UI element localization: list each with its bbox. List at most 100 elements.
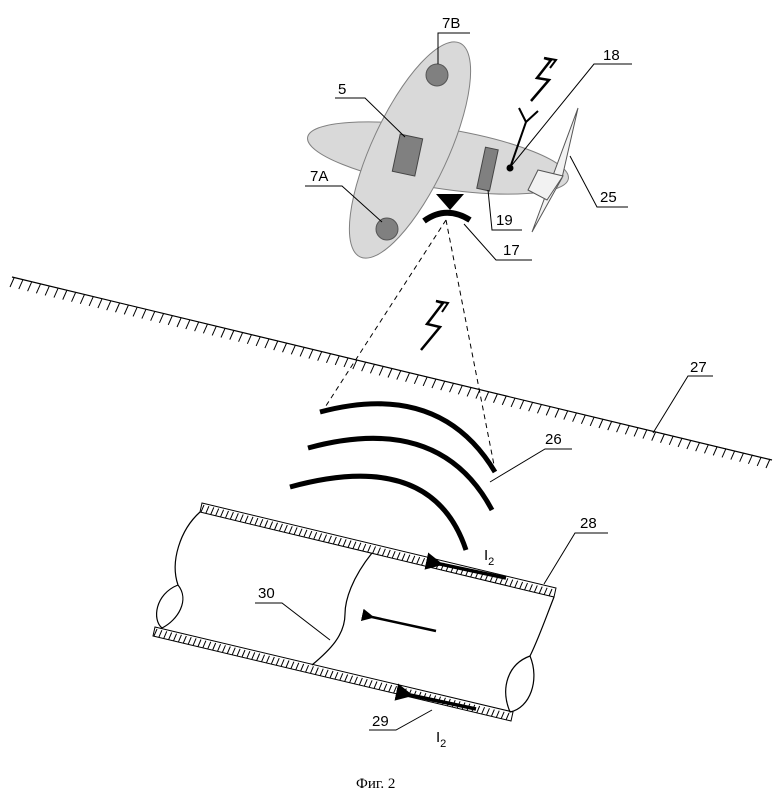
hatch-mark	[669, 436, 673, 445]
hatch-mark	[529, 402, 533, 411]
hatch-mark	[722, 448, 726, 457]
figure-caption: Фиг. 2	[356, 776, 395, 792]
hatch-mark	[652, 432, 656, 441]
label-27: 27	[690, 359, 707, 376]
hatch-mark	[203, 324, 207, 333]
hatch-mark	[54, 289, 58, 298]
hatch-mark	[247, 335, 251, 344]
hatch-mark	[36, 284, 40, 293]
hatch-mark	[265, 339, 269, 348]
hatch-mark	[748, 455, 752, 464]
hatch-mark	[581, 415, 585, 424]
leader-28	[544, 533, 608, 584]
engine-7a	[376, 218, 398, 240]
hatch-mark	[537, 404, 541, 413]
hatch-mark	[353, 360, 357, 369]
hatch-mark	[107, 301, 111, 310]
hatch-mark	[168, 316, 172, 325]
hatch-mark	[450, 383, 454, 392]
hatch-mark	[467, 387, 471, 396]
hatch-mark	[98, 299, 102, 308]
hatch-mark	[634, 427, 638, 436]
current-label-bottom: I2	[436, 729, 446, 750]
hatch-mark	[740, 453, 744, 462]
hatch-mark	[441, 381, 445, 390]
hatch-mark	[195, 322, 199, 331]
antenna-18	[519, 108, 538, 122]
label-19: 19	[496, 212, 513, 229]
hatch-mark	[406, 373, 410, 382]
hatch-mark	[388, 369, 392, 378]
hatch-mark	[661, 434, 665, 443]
pipe	[153, 503, 556, 721]
hatch-mark	[274, 341, 278, 350]
leader-17	[464, 224, 532, 260]
hatch-mark	[573, 413, 577, 422]
hatch-mark	[520, 400, 524, 409]
hatch-mark	[423, 377, 427, 386]
hatch-mark	[28, 282, 32, 291]
pipe-end-left	[157, 585, 183, 628]
hatch-mark	[687, 440, 691, 449]
hatch-mark	[256, 337, 260, 346]
hatch-mark	[458, 385, 462, 394]
hatch-mark	[493, 394, 497, 403]
hatch-mark	[414, 375, 418, 384]
field-arcs	[290, 404, 495, 550]
hatch-mark	[643, 430, 647, 439]
aircraft	[303, 27, 578, 273]
engine-7b	[426, 64, 448, 86]
label-29: 29	[372, 713, 389, 730]
hatch-mark	[230, 331, 234, 340]
hatch-mark	[151, 312, 155, 321]
hatch-mark	[713, 446, 717, 455]
hatch-mark	[19, 280, 23, 289]
hatch-mark	[283, 343, 287, 352]
hatch-mark	[63, 291, 67, 300]
hatch-mark	[546, 406, 550, 415]
hatch-mark	[511, 398, 515, 407]
hatch-mark	[326, 354, 330, 363]
hatch-mark	[115, 303, 119, 312]
hatch-mark	[502, 396, 506, 405]
hatch-mark	[432, 379, 436, 388]
label-7b: 7B	[442, 15, 460, 32]
hatch-mark	[485, 392, 489, 401]
hatch-mark	[291, 345, 295, 354]
beam-edge-right	[446, 220, 495, 470]
flow-arrow	[372, 617, 436, 631]
hatch-mark	[590, 417, 594, 426]
leader-30	[255, 603, 330, 640]
hatch-mark	[239, 333, 243, 342]
leader-27	[653, 376, 713, 433]
hatch-mark	[300, 347, 304, 356]
leader-25	[570, 156, 628, 207]
hatch-mark	[370, 364, 374, 373]
hatch-mark	[397, 371, 401, 380]
hatch-mark	[80, 295, 84, 304]
hatch-mark	[335, 356, 339, 365]
hatch-mark	[159, 314, 163, 323]
hatch-mark	[318, 352, 322, 361]
hatch-mark	[608, 421, 612, 430]
leader-26	[490, 449, 572, 482]
hatch-mark	[599, 419, 603, 428]
label-17: 17	[503, 242, 520, 259]
hatch-mark	[142, 310, 146, 319]
hatch-mark	[617, 423, 621, 432]
hatch-mark	[89, 297, 93, 306]
hatch-mark	[10, 278, 14, 287]
label-7a: 7A	[310, 168, 328, 185]
hatch-mark	[678, 438, 682, 447]
hatch-mark	[362, 362, 366, 371]
label-30: 30	[258, 585, 275, 602]
hatch-mark	[625, 425, 629, 434]
label-5: 5	[338, 81, 346, 98]
hatch-mark	[379, 366, 383, 375]
hatch-mark	[177, 318, 181, 327]
hatch-mark	[757, 457, 761, 466]
hatch-mark	[124, 305, 128, 314]
hatch-mark	[344, 358, 348, 367]
antenna-17	[424, 213, 470, 221]
